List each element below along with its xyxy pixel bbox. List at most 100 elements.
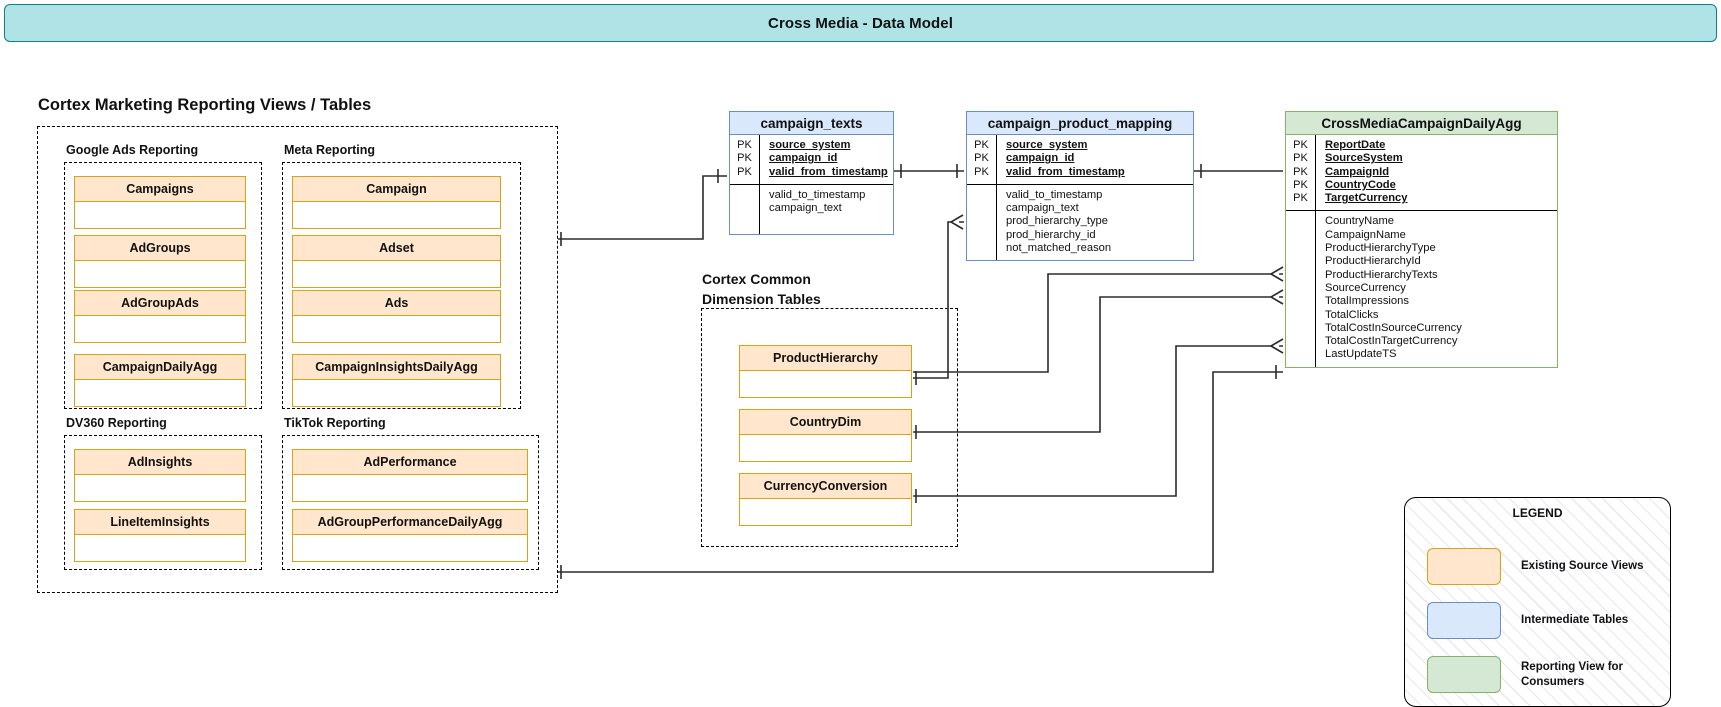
entity-title: CountryDim — [740, 410, 911, 435]
entity-campaign[interactable]: Campaign — [292, 176, 501, 229]
diagram-title-banner: Cross Media - Data Model — [4, 4, 1717, 42]
meta-group-label: Meta Reporting — [284, 143, 375, 157]
entity-body — [293, 261, 500, 287]
entity-ads[interactable]: Ads — [292, 290, 501, 343]
pk-field: source_system — [769, 139, 851, 151]
entity-adset[interactable]: Adset — [292, 235, 501, 288]
connector-countrydim-to-crossmedia — [913, 296, 1283, 433]
table-fields-section: valid_to_timestamp campaign_text — [730, 184, 893, 234]
entity-adgroups[interactable]: AdGroups — [74, 235, 246, 288]
entity-lineiteminsights[interactable]: LineItemInsights — [74, 509, 246, 562]
pk-tag: PK — [1293, 139, 1308, 151]
entity-body — [293, 535, 527, 561]
entity-adinsights[interactable]: AdInsights — [74, 449, 246, 502]
entity-body — [293, 380, 500, 406]
pk-field: TargetCurrency — [1325, 192, 1408, 205]
pk-field: valid_from_timestamp — [769, 165, 888, 178]
entity-adgroupads[interactable]: AdGroupAds — [74, 290, 246, 343]
pk-tag: PK — [1293, 178, 1308, 191]
field: valid_to_timestamp — [769, 188, 866, 201]
entity-title: CurrencyConversion — [740, 474, 911, 499]
legend-item-existing-source-views: Existing Source Views — [1427, 548, 1644, 585]
field: TotalImpressions — [1325, 295, 1409, 308]
entity-body — [740, 371, 911, 397]
entity-body — [75, 261, 245, 287]
entity-title: AdPerformance — [293, 450, 527, 475]
field-key-column — [967, 184, 997, 261]
field: ProductHierarchyTexts — [1325, 268, 1438, 281]
entity-currencyconversion[interactable]: CurrencyConversion — [739, 473, 912, 526]
field-column: CountryName CampaignName ProductHierarch… — [1316, 211, 1557, 366]
field-column: valid_to_timestamp campaign_text — [760, 185, 893, 234]
legend-swatch-blue — [1427, 602, 1501, 639]
table-title: CrossMediaCampaignDailyAgg — [1286, 112, 1557, 135]
pk-field-column: ReportDate SourceSystem CampaignId Count… — [1316, 135, 1557, 210]
entity-title: AdGroupAds — [75, 291, 245, 316]
pk-tag: PK — [974, 152, 989, 165]
entity-body — [293, 202, 500, 228]
field-key-column — [730, 184, 760, 234]
pk-tag: PK — [737, 152, 752, 165]
entity-body — [75, 202, 245, 228]
pk-key-column: PK PK PK PK PK — [1286, 135, 1316, 211]
connector-reporting-to-campaign-texts — [558, 175, 727, 240]
pk-field: campaign_id — [1006, 152, 1075, 165]
legend-item-reporting-view: Reporting View for Consumers — [1427, 656, 1623, 693]
entity-adperformance[interactable]: AdPerformance — [292, 449, 528, 502]
entity-producthierarchy[interactable]: ProductHierarchy — [739, 345, 912, 398]
field: CountryName — [1325, 215, 1395, 228]
legend-label: Reporting View for Consumers — [1521, 660, 1624, 688]
field: campaign_text — [769, 202, 842, 215]
pk-tag: PK — [737, 139, 752, 151]
field: CampaignName — [1325, 228, 1406, 241]
table-crossmedia-campaign-daily-agg[interactable]: CrossMediaCampaignDailyAgg PK PK PK PK P… — [1285, 111, 1558, 368]
entity-adgroupperformancedailyagg[interactable]: AdGroupPerformanceDailyAgg — [292, 509, 528, 562]
pk-key-column: PK PK PK — [730, 135, 760, 184]
entity-title: AdInsights — [75, 450, 245, 475]
field-key-column — [1286, 211, 1316, 367]
legend-item-intermediate-tables: Intermediate Tables — [1427, 602, 1628, 639]
reporting-section-heading: Cortex Marketing Reporting Views / Table… — [38, 96, 372, 114]
diagram-title: Cross Media - Data Model — [768, 14, 953, 32]
field: prod_hierarchy_type — [1006, 215, 1108, 228]
entity-campaigns[interactable]: Campaigns — [74, 176, 246, 229]
entity-campaigndailyagg[interactable]: CampaignDailyAgg — [74, 354, 246, 407]
pk-field: source_system — [1006, 139, 1088, 151]
entity-body — [293, 316, 500, 342]
entity-title: Campaigns — [75, 177, 245, 202]
entity-body — [293, 475, 527, 501]
pk-tag: PK — [974, 165, 989, 178]
entity-title: CampaignDailyAgg — [75, 355, 245, 380]
entity-campaigninsightsdailyagg[interactable]: CampaignInsightsDailyAgg — [292, 354, 501, 407]
field: TotalClicks — [1325, 308, 1379, 321]
entity-title: AdGroupPerformanceDailyAgg — [293, 510, 527, 535]
table-title: campaign_texts — [730, 112, 893, 135]
table-campaign-texts[interactable]: campaign_texts PK PK PK source_system ca… — [729, 111, 894, 235]
pk-tag: PK — [737, 165, 752, 178]
pk-field: valid_from_timestamp — [1006, 165, 1125, 178]
field: TotalCostInSourceCurrency — [1325, 321, 1462, 334]
entity-title: Ads — [293, 291, 500, 316]
table-fields-section: CountryName CampaignName ProductHierarch… — [1286, 211, 1557, 367]
pk-field: SourceSystem — [1325, 152, 1403, 165]
legend-title: LEGEND — [1512, 506, 1563, 520]
table-campaign-product-mapping[interactable]: campaign_product_mapping PK PK PK source… — [966, 111, 1194, 262]
field-column: valid_to_timestamp campaign_text prod_hi… — [997, 185, 1193, 260]
pk-tag: PK — [1293, 165, 1308, 178]
pk-field: campaign_id — [769, 152, 838, 165]
pk-field: CountryCode — [1325, 178, 1396, 191]
legend-label: Existing Source Views — [1521, 560, 1644, 572]
google-ads-group-label: Google Ads Reporting — [66, 143, 199, 157]
pk-tag: PK — [974, 139, 989, 151]
entity-countrydim[interactable]: CountryDim — [739, 409, 912, 462]
pk-tag: PK — [1293, 192, 1308, 205]
entity-body — [740, 435, 911, 461]
entity-body — [75, 380, 245, 406]
field: ProductHierarchyId — [1325, 255, 1421, 268]
field: TotalCostInTargetCurrency — [1325, 335, 1458, 348]
table-pk-section: PK PK PK source_system campaign_id valid… — [730, 135, 893, 185]
entity-title: Campaign — [293, 177, 500, 202]
table-fields-section: valid_to_timestamp campaign_text prod_hi… — [967, 184, 1193, 261]
entity-title: AdGroups — [75, 236, 245, 261]
